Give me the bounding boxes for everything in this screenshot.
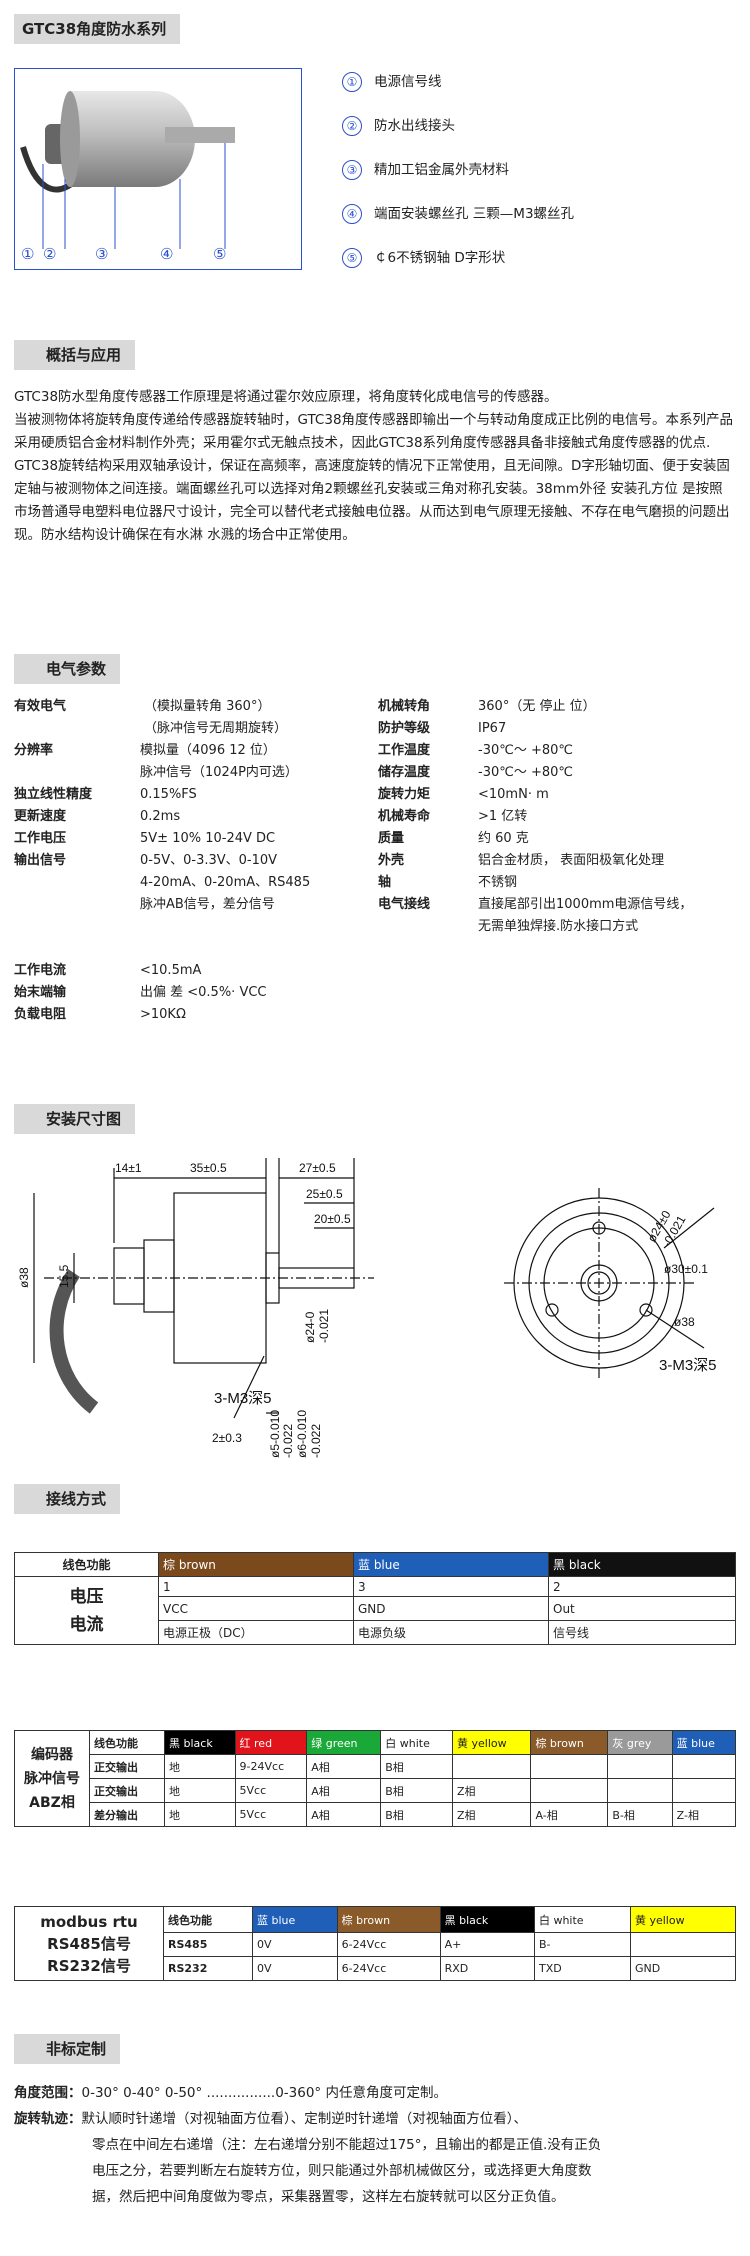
overview-paragraph: GTC38防水型角度传感器工作原理是将通过霍尔效应原理，将角度转化成电信号的传感… <box>14 389 558 405</box>
custom-text: 角度范围：0-30° 0-40° 0-50° ................0… <box>14 2085 602 2205</box>
overview-paragraph: 当被测物体将旋转角度传递给传感器旋转轴时，GTC38角度传感器即输出一个与转动角… <box>14 412 734 451</box>
dim-15-5: 15.5 <box>57 1264 71 1288</box>
dim-d5: ø5-0.010 <box>268 1410 282 1458</box>
dim-r30: ø30±0.1 <box>664 1262 708 1276</box>
dim-m3: 3-M3深5 <box>214 1390 272 1407</box>
dim-14: 14±1 <box>115 1161 142 1175</box>
callout-4: ④ <box>160 245 174 263</box>
overview-paragraph: GTC38旋转结构采用双轴承设计，保证在高频率，高速度旋转的情况下正常使用，且无… <box>14 458 730 543</box>
dim-rm3: 3-M3深5 <box>659 1357 717 1374</box>
dim-d6: ø6-0.010 <box>295 1410 309 1458</box>
dim-d5-tol: -0.022 <box>281 1424 295 1458</box>
custom-heading-bar: 非标定制 <box>14 2034 121 2064</box>
overview-heading: 概括与应用 <box>46 346 122 364</box>
sensor-image <box>20 91 235 249</box>
dim-d6-tol: -0.022 <box>309 1424 323 1458</box>
dim-r38: ø38 <box>674 1315 695 1329</box>
callout-5: ⑤ <box>213 245 227 263</box>
callout-2: ② <box>43 245 57 263</box>
overview-text: GTC38防水型角度传感器工作原理是将通过霍尔效应原理，将角度转化成电信号的传感… <box>14 386 736 547</box>
electrical-heading: 电气参数 <box>46 660 107 678</box>
page-title: GTC38角度防水系列 <box>22 20 167 38</box>
electrical-left: 有效电气（模拟量转角 360°） （脉冲信号无周期旋转） 分辨率模拟量（4096… <box>14 699 311 1022</box>
overview-heading-bar: 概括与应用 <box>14 340 136 370</box>
page-title-bar: GTC38角度防水系列 <box>14 14 181 44</box>
electrical-heading-bar: 电气参数 <box>14 654 121 684</box>
callout-1: ① <box>21 245 35 263</box>
wiring-heading-bar: 接线方式 <box>14 1484 121 1514</box>
dimension-drawing: 14±1 35±0.5 27±0.5 25±0.5 20±0.5 ø38 15.… <box>17 1158 717 1458</box>
dim-27: 27±0.5 <box>299 1161 336 1175</box>
product-photo: ① ② ③ ④ ⑤ <box>14 68 302 270</box>
install-heading: 安装尺寸图 <box>46 1110 122 1128</box>
dim-d24: ø24-0 <box>303 1311 317 1343</box>
dim-38: ø38 <box>17 1267 31 1288</box>
custom-heading: 非标定制 <box>46 2040 107 2058</box>
install-heading-bar: 安装尺寸图 <box>14 1104 136 1134</box>
dim-2: 2±0.3 <box>212 1431 242 1445</box>
dim-d24-tol: -0.021 <box>317 1309 331 1343</box>
wiring-heading: 接线方式 <box>46 1490 107 1508</box>
feature-item: ⑤￠6不锈钢轴 D字形状 <box>342 246 505 268</box>
dim-20: 20±0.5 <box>314 1212 351 1226</box>
callout-3: ③ <box>95 245 109 263</box>
dim-35: 35±0.5 <box>190 1161 227 1175</box>
dim-25: 25±0.5 <box>306 1187 343 1201</box>
